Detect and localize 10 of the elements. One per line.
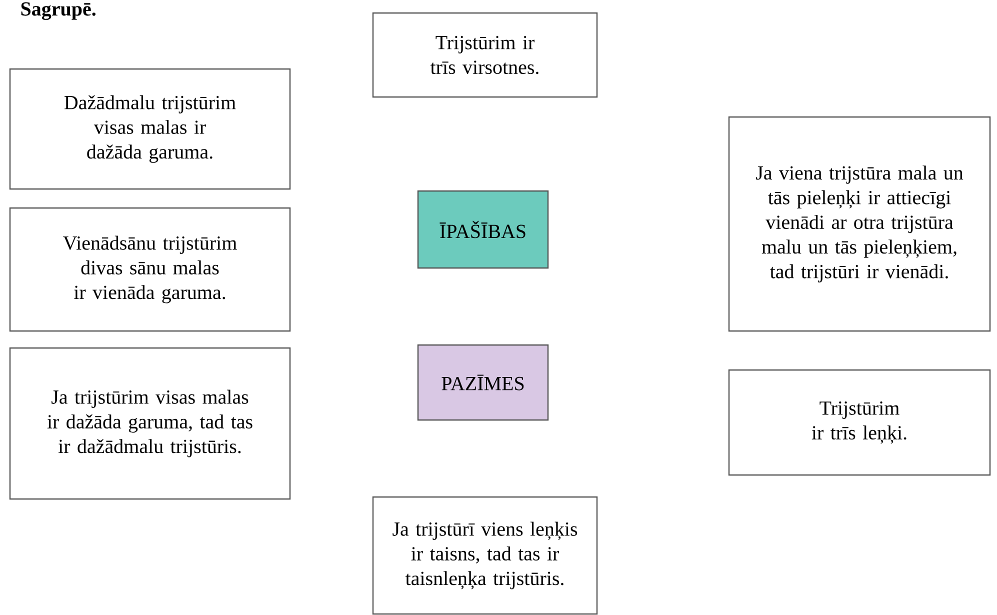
label-box: ĪPAŠĪBAS bbox=[417, 190, 549, 269]
text-box: Trijstūrim ir trīs leņķi. bbox=[728, 369, 991, 476]
text-box: Dažādmalu trijstūrim visas malas ir dažāda garuma. bbox=[9, 68, 291, 190]
text-box: Ja trijstūrī viens leņķis ir taisns, tad tas ir taisnleņķa trijstūris. bbox=[372, 496, 598, 615]
text-box: Ja trijstūrim visas malas ir dažāda garuma, tad tas ir dažādmalu trijstūris. bbox=[9, 347, 291, 500]
heading: Sagrupē. bbox=[21, 2, 96, 20]
label-box: PAZĪMES bbox=[417, 344, 549, 421]
text-box: Ja viena trijstūra mala un tās pieleņķi ir attiecīgi vienādi ar otra trijstūra malu un tās pieleņķiem, tad trijstūri ir vienādi. bbox=[728, 116, 991, 332]
text-box: Vienādsānu trijstūrim divas sānu malas ir vienāda garuma. bbox=[9, 207, 291, 332]
text-box: Trijstūrim ir trīs virsotnes. bbox=[372, 12, 598, 98]
